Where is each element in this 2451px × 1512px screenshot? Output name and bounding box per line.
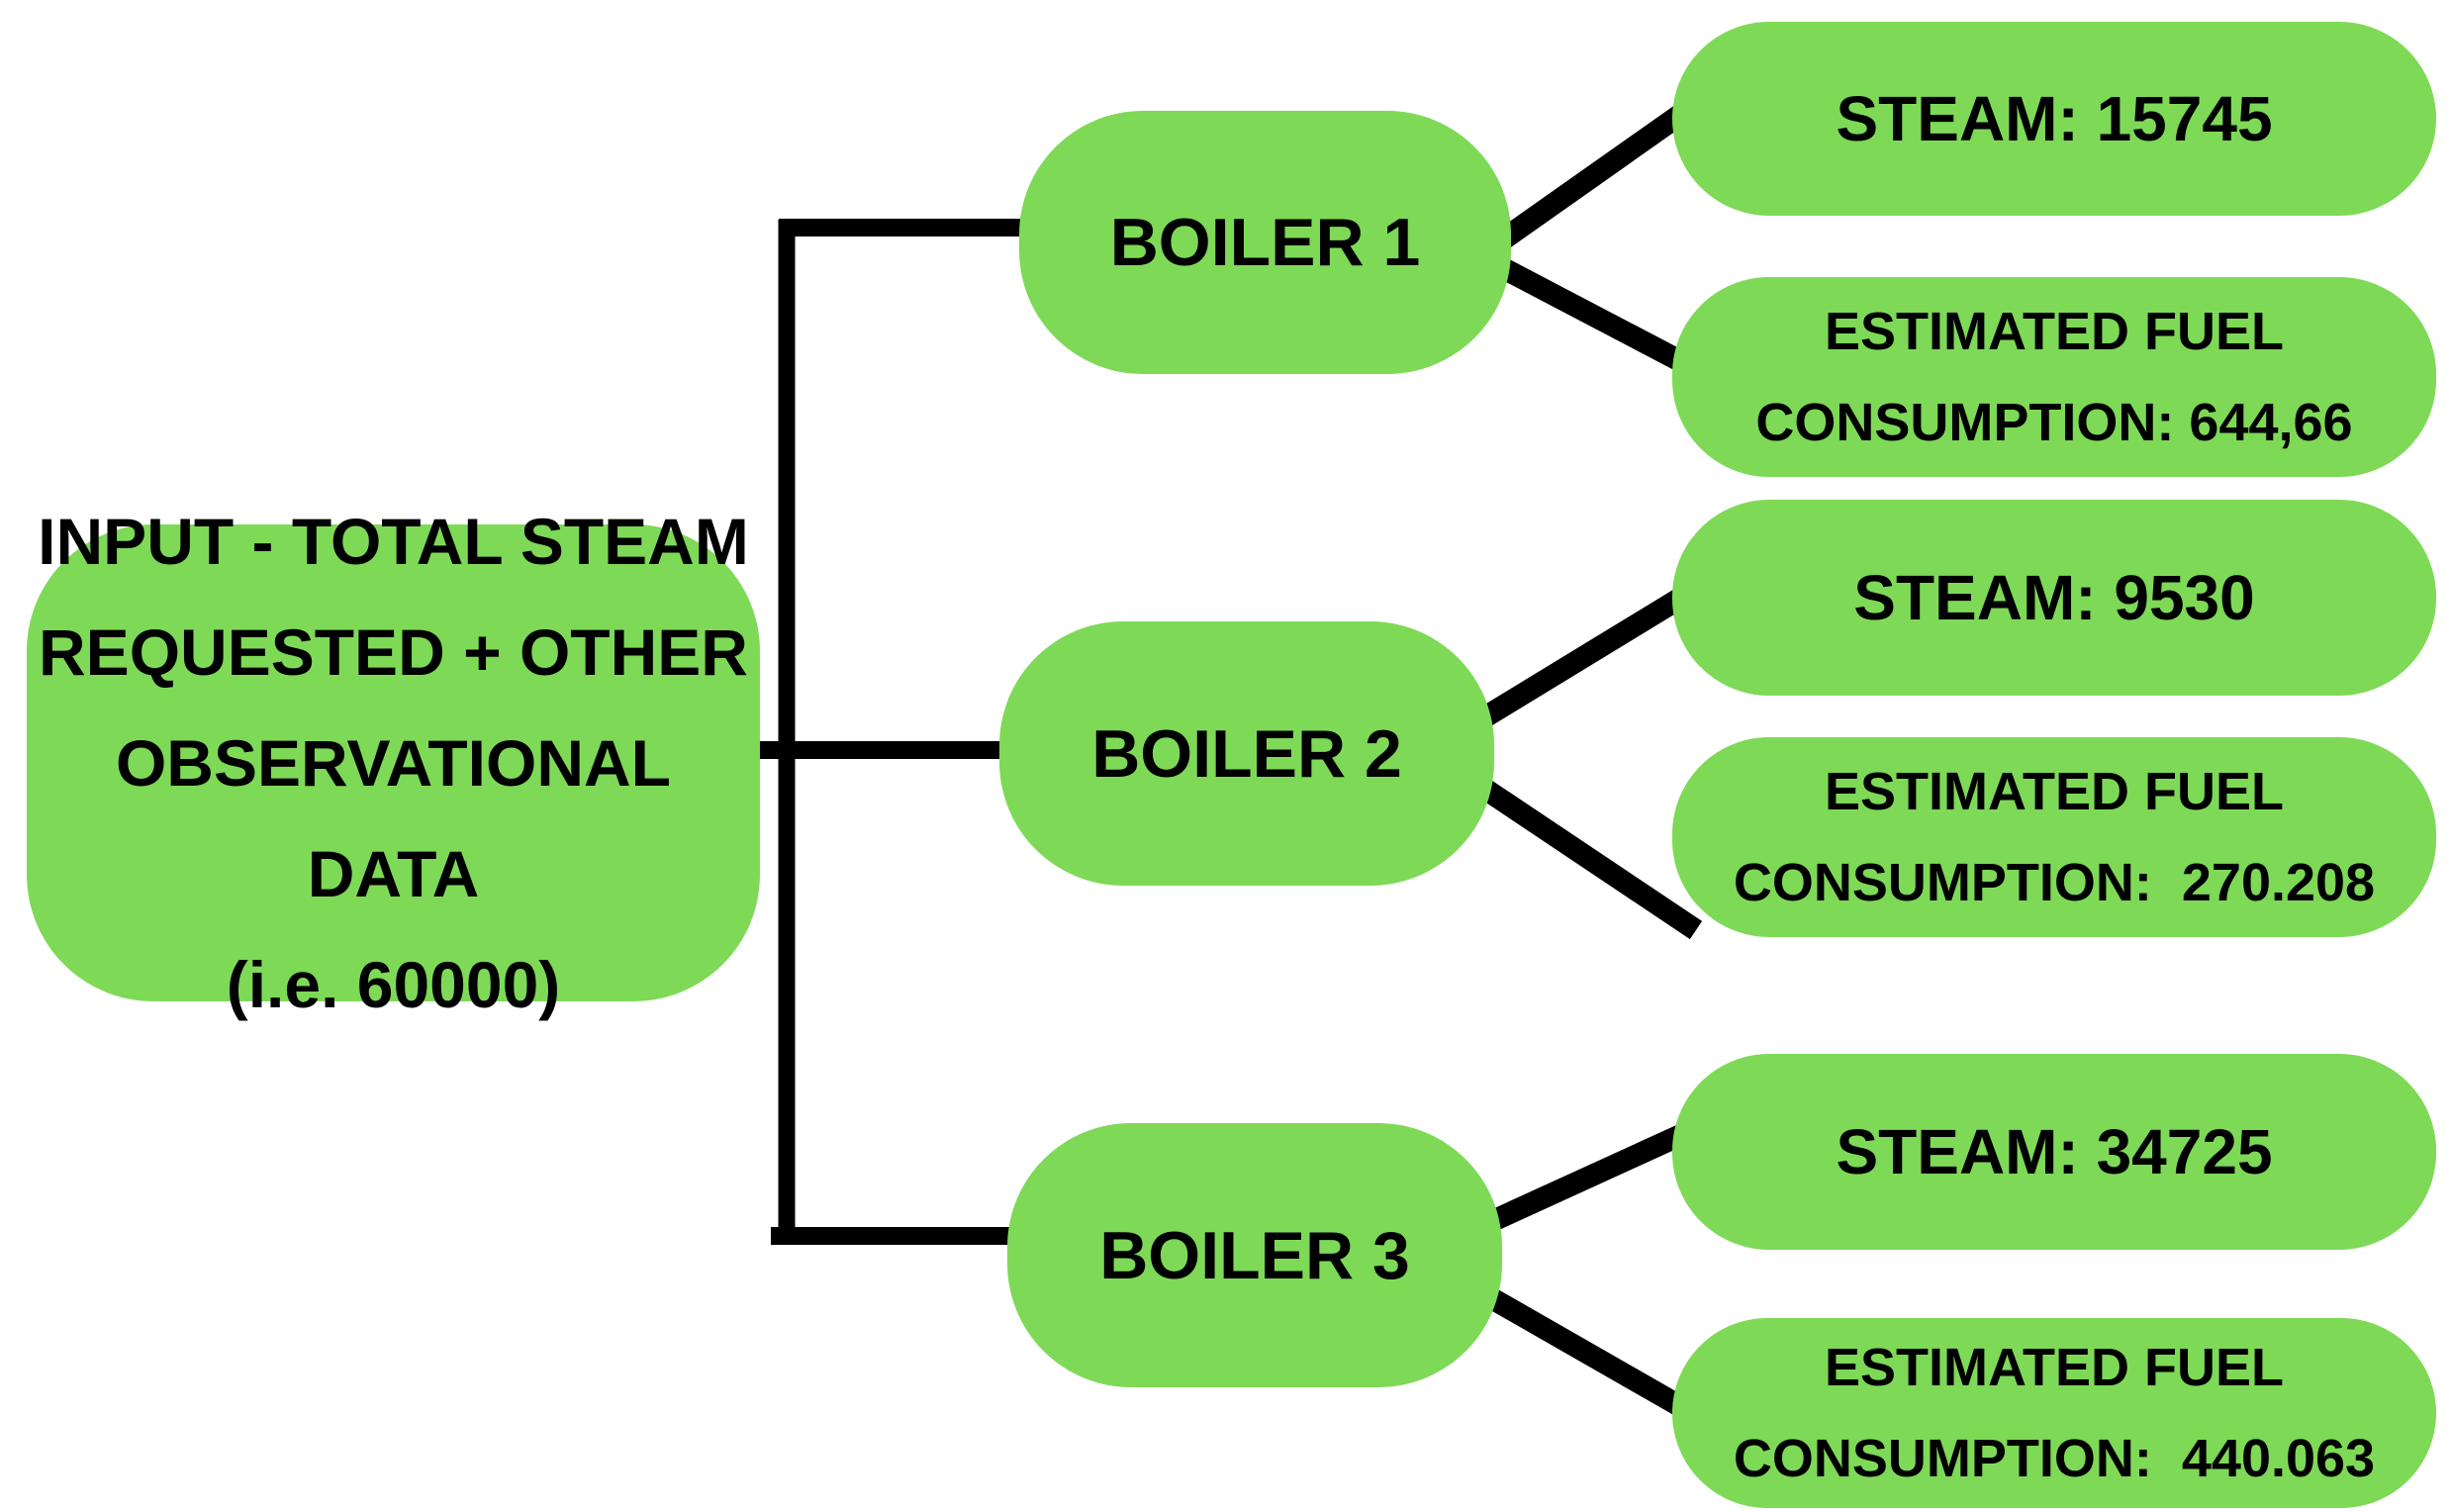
- boiler-2-steam-node: STEAM: 9530: [1672, 500, 2436, 696]
- input-node-line: OBSERVATIONAL DATA: [115, 726, 672, 910]
- connector-boiler3-steam: [1474, 1117, 1701, 1238]
- boiler-2-fuel-node: ESTIMATED FUEL CONSUMPTION: 270.208: [1672, 737, 2436, 937]
- boiler-3-steam-node: STEAM: 34725: [1672, 1054, 2436, 1250]
- input-node-line: (i.e. 60000): [226, 948, 561, 1021]
- connector-boiler3-fuel: [1468, 1278, 1698, 1423]
- boiler-1-steam-label: STEAM: 15745: [1836, 83, 2273, 154]
- boiler-3-steam-label: STEAM: 34725: [1836, 1116, 2273, 1187]
- boiler-1-fuel-line2: CONSUMPTION: 644,66: [1755, 393, 2353, 452]
- boiler-2-steam-label: STEAM: 9530: [1853, 562, 2255, 633]
- input-node-line: REQUESTED + OTHER: [39, 615, 748, 689]
- boiler-2-node: BOILER 2: [999, 621, 1494, 886]
- boiler-1-node: BOILER 1: [1019, 111, 1511, 374]
- boiler-2-fuel-line2: CONSUMPTION: 270.208: [1733, 853, 2376, 912]
- boiler-1-fuel-line1: ESTIMATED FUEL: [1825, 302, 2284, 361]
- input-node-line: INPUT - TOTAL STEAM: [38, 505, 749, 578]
- boiler-3-fuel-line2: CONSUMPTION: 440.063: [1733, 1429, 2376, 1488]
- boiler-3-fuel-node: ESTIMATED FUEL CONSUMPTION: 440.063: [1672, 1318, 2436, 1508]
- boiler-1-steam-node: STEAM: 15745: [1672, 22, 2436, 216]
- boiler-1-fuel-node: ESTIMATED FUEL CONSUMPTION: 644,66: [1672, 277, 2436, 477]
- boiler-3-label: BOILER 3: [1099, 1217, 1410, 1293]
- boiler-1-label: BOILER 1: [1109, 205, 1421, 280]
- connector-boiler2-fuel: [1467, 772, 1703, 940]
- boiler-2-fuel-line1: ESTIMATED FUEL: [1825, 762, 2284, 821]
- connector-boiler1-fuel: [1476, 247, 1692, 374]
- boiler-3-node: BOILER 3: [1007, 1123, 1502, 1387]
- input-node: INPUT - TOTAL STEAM REQUESTED + OTHER OB…: [27, 505, 760, 1021]
- connector-boiler2-steam: [1470, 586, 1690, 732]
- boiler-2-label: BOILER 2: [1091, 715, 1402, 792]
- boiler-3-fuel-line1: ESTIMATED FUEL: [1825, 1338, 2284, 1397]
- connector-boiler1-steam: [1479, 103, 1691, 260]
